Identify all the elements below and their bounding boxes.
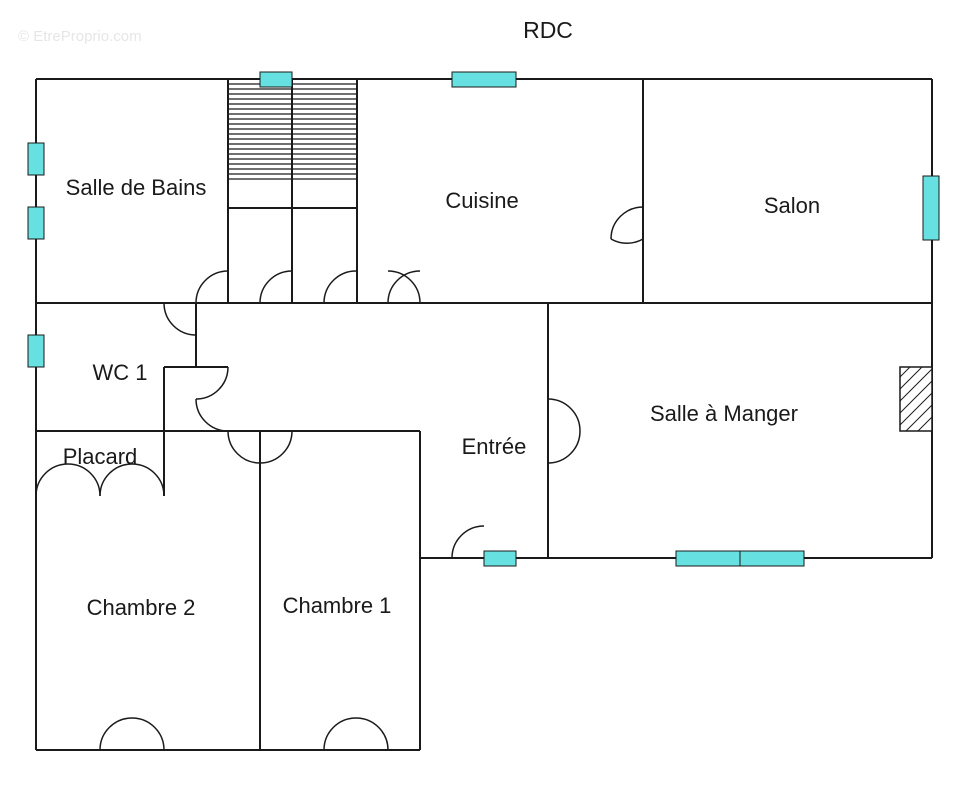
door [99, 717, 133, 751]
room-label-chambre1: Chambre 1 [283, 593, 392, 618]
window [259, 71, 293, 88]
window [27, 334, 45, 368]
door [451, 525, 485, 559]
door [163, 302, 197, 336]
window [922, 175, 940, 241]
room-label-chambre2: Chambre 2 [87, 595, 196, 620]
door [67, 463, 101, 497]
room-label-wc1: WC 1 [93, 360, 148, 385]
door [610, 238, 644, 245]
door [387, 270, 421, 304]
door [323, 717, 357, 751]
window [27, 206, 45, 240]
room-label-salon: Salon [764, 193, 820, 218]
door [35, 463, 69, 497]
windows [27, 71, 940, 567]
door [323, 270, 358, 304]
door [547, 430, 581, 464]
door [195, 366, 229, 400]
door [195, 398, 229, 432]
door [547, 398, 581, 432]
watermark: © EtreProprio.com [18, 28, 142, 45]
door [387, 270, 421, 304]
door [131, 463, 165, 497]
door [259, 430, 293, 464]
doors [35, 206, 644, 751]
window [675, 550, 741, 567]
door [227, 430, 261, 464]
window [483, 550, 517, 567]
room-label-salle-de-bains: Salle de Bains [66, 175, 207, 200]
fireplace [899, 366, 933, 432]
plan-title: RDC [523, 17, 573, 43]
room-label-salle-a-manger: Salle à Manger [650, 401, 798, 426]
door [99, 463, 133, 497]
window [27, 142, 45, 176]
room-label-cuisine: Cuisine [445, 188, 518, 213]
window [739, 550, 805, 567]
door [259, 270, 293, 304]
staircase [228, 83, 357, 180]
door [195, 270, 229, 304]
window [451, 71, 517, 88]
door [610, 206, 644, 240]
door [131, 717, 165, 751]
room-label-entree: Entrée [462, 434, 527, 459]
door [355, 717, 389, 751]
room-label-placard: Placard [63, 444, 138, 469]
